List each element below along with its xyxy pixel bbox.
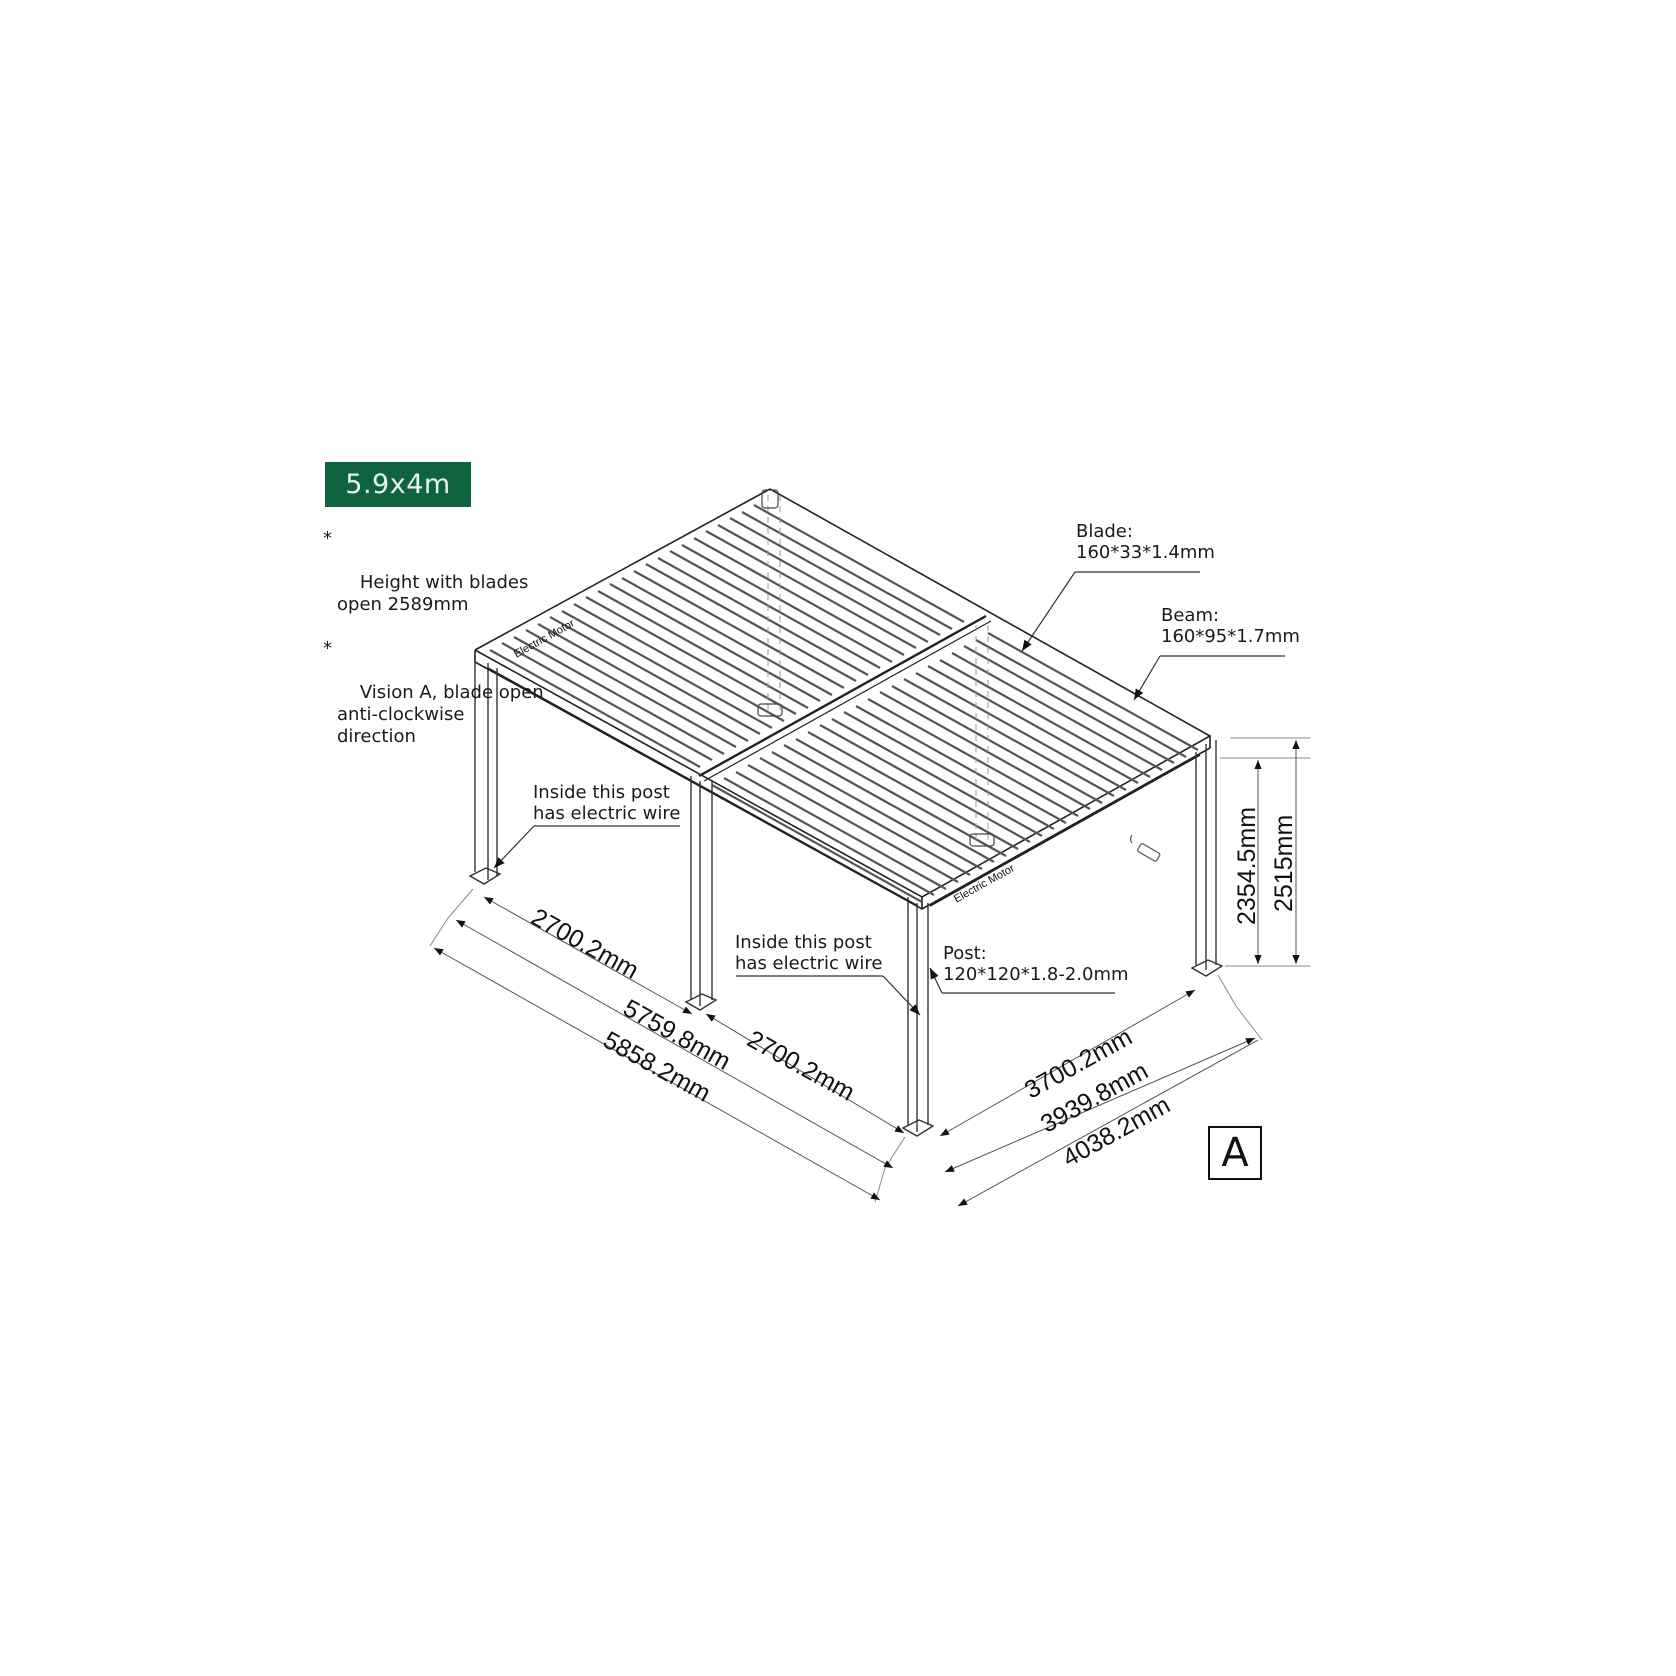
dim-height-beam: 2354.5mm (1233, 806, 1261, 925)
asterisk: * (323, 528, 332, 549)
vision-a-box: A (1208, 1126, 1262, 1180)
wire-line1: Inside this post (533, 782, 670, 803)
wire-callout-left: Inside this post has electric wire (533, 782, 680, 824)
note-text: Vision A, blade open anti-clockwise dire… (337, 682, 544, 747)
notes: * Height with blades open 2589mm * Visio… (323, 528, 544, 770)
dim-height-total: 2515mm (1270, 814, 1298, 912)
hidden-lines (767, 495, 989, 840)
wire-line2: has electric wire (533, 803, 681, 824)
note-height: * Height with blades open 2589mm (323, 528, 544, 638)
height-dimension-lines (1220, 737, 1310, 967)
remote-control-icon (1129, 834, 1161, 862)
note-text: Height with blades open 2589mm (337, 572, 529, 615)
blade-spec: 160*33*1.4mm (1076, 542, 1215, 563)
roof-frame (474, 488, 1212, 910)
width-dimension-lines (939, 974, 1263, 1207)
blades-left-bay (489, 504, 965, 768)
post-spec: 120*120*1.8-2.0mm (943, 964, 1129, 985)
wire-line1: Inside this post (735, 932, 872, 953)
blade-title: Blade: (1076, 521, 1133, 542)
post-title: Post: (943, 943, 987, 964)
blades-right-bay (711, 632, 1199, 903)
wire-callout-front: Inside this post has electric wire (735, 932, 882, 974)
post-callout: Post: 120*120*1.8-2.0mm (943, 943, 1129, 985)
size-badge: 5.9x4m (325, 462, 471, 507)
beam-title: Beam: (1161, 605, 1220, 626)
beam-spec: 160*95*1.7mm (1161, 626, 1300, 647)
note-vision: * Vision A, blade open anti-clockwise di… (323, 638, 544, 770)
beam-callout: Beam: 160*95*1.7mm (1161, 605, 1300, 647)
asterisk: * (323, 638, 332, 659)
wire-line2: has electric wire (735, 953, 883, 974)
blade-callout: Blade: 160*33*1.4mm (1076, 521, 1215, 563)
